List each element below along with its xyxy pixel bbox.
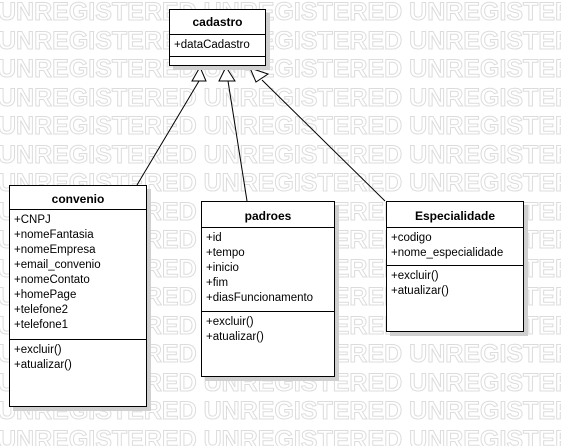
class-padroes[interactable]: padroes +id +tempo +inicio +fim +diasFun…: [201, 201, 335, 377]
class-name: padroes: [202, 202, 334, 228]
watermark-row: UNREGISTERED UNREGISTERED UNREGISTERED U…: [0, 0, 561, 27]
attribute: +inicio: [206, 262, 239, 274]
attributes-section: +CNPJ +nomeFantasia +nomeEmpresa +email_…: [10, 210, 146, 340]
attribute: +nomeFantasia: [14, 229, 94, 241]
attribute: +id: [206, 232, 222, 244]
method: +atualizar(): [14, 359, 72, 371]
inheritance-line-padroes: [227, 80, 248, 202]
watermark-row: UNREGISTERED UNREGISTERED UNREGISTERED U…: [0, 140, 561, 169]
watermark-row: UNREGISTERED UNREGISTERED UNREGISTERED U…: [0, 26, 561, 55]
watermark-row: UNREGISTERED UNREGISTERED UNREGISTERED U…: [0, 112, 561, 141]
watermark-row: UNREGISTERED UNREGISTERED UNREGISTERED U…: [0, 425, 561, 446]
class-name: Especialidade: [387, 202, 523, 228]
method: +excluir(): [206, 316, 254, 328]
inheritance-arrowhead-convenio: [191, 65, 207, 82]
attribute: +email_convenio: [14, 259, 101, 271]
class-especialidade[interactable]: Especialidade +codigo +nome_especialidad…: [386, 201, 524, 332]
attribute: +dataCadastro: [174, 39, 250, 51]
attribute: +telefone1: [14, 319, 69, 331]
methods-section: +excluir() +atualizar(): [387, 266, 523, 299]
attribute: +codigo: [391, 232, 432, 244]
attribute: +nomeContato: [14, 274, 90, 286]
inheritance-arrowhead-padroes: [218, 65, 236, 82]
attributes-section: +dataCadastro: [170, 35, 265, 57]
attribute: +homePage: [14, 289, 77, 301]
attributes-section: +id +tempo +inicio +fim +diasFuncionamen…: [202, 228, 334, 312]
method: +atualizar(): [206, 331, 264, 343]
methods-section: [170, 57, 265, 60]
methods-section: +excluir() +atualizar(): [202, 312, 334, 345]
attribute: +telefone2: [14, 304, 69, 316]
class-name: convenio: [10, 186, 146, 210]
attribute: +nomeEmpresa: [14, 244, 96, 256]
class-cadastro[interactable]: cadastro +dataCadastro: [169, 9, 266, 66]
attribute: +CNPJ: [14, 214, 51, 226]
class-name: cadastro: [170, 10, 265, 35]
attribute: +diasFuncionamento: [206, 292, 314, 304]
method: +atualizar(): [391, 285, 449, 297]
attribute: +nome_especialidade: [391, 247, 504, 259]
attribute: +fim: [206, 277, 229, 289]
attribute: +tempo: [206, 247, 245, 259]
method: +excluir(): [391, 270, 439, 282]
inheritance-line-convenio: [136, 80, 200, 186]
inheritance-line-especialidade: [261, 79, 386, 202]
methods-section: +excluir() +atualizar(): [10, 340, 146, 373]
watermark-row: UNREGISTERED UNREGISTERED UNREGISTERED U…: [0, 55, 561, 84]
inheritance-arrowhead-especialidade: [249, 67, 270, 83]
attributes-section: +codigo +nome_especialidade: [387, 228, 523, 266]
class-convenio[interactable]: convenio +CNPJ +nomeFantasia +nomeEmpres…: [9, 185, 147, 407]
method: +excluir(): [14, 344, 62, 356]
